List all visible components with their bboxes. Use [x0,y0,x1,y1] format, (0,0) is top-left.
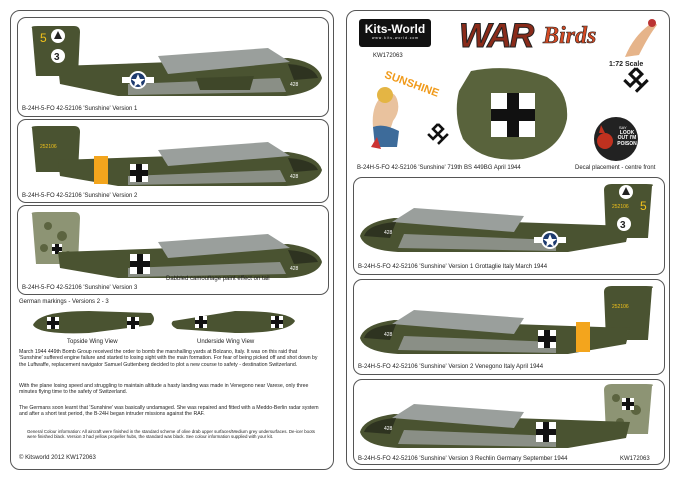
svg-text:428: 428 [384,426,393,432]
history-paragraph-1: March 1944 449th Bomb Group received the… [19,349,318,368]
svg-text:252106: 252106 [612,304,629,310]
nose-art-caption: B-24H-5-FO 42-52106 'Sunshine' 719th BS … [357,165,521,171]
b24-profile-version-3: 428 [360,384,654,448]
profile-version-2-caption: B-24H-5-FO 42-52106 'Sunshine' Version 2… [358,364,544,370]
svg-text:428: 428 [290,266,299,272]
devil-slogan-text: LOOK OUT I'M POISON [617,130,637,147]
svg-text:5: 5 [640,199,647,213]
footer-product-code: KW172063 [620,456,650,462]
general-colour-notes: General Colour information: All aircraft… [27,429,315,440]
underside-wing-view [171,311,295,333]
sunshine-nose-art [371,87,399,149]
tail-number-circle-text: 3 [54,52,60,63]
version-3-tail-note: Dabbled camouflage paint effect on tail [166,276,270,282]
kits-world-logo: Kits-World w w w . k i t s - w o r l d .… [359,19,431,47]
svg-text:428: 428 [384,332,393,338]
brand-name: Kits-World [364,22,426,36]
tail-swastika-decal-small [427,123,449,145]
svg-text:252106: 252106 [612,204,629,210]
history-paragraph-2: With the plane losing speed and struggli… [19,383,309,396]
profile-version-2-box: 252106 428 B-24H-5-FO 42-52106 'Sunshine… [353,279,665,375]
underside-wing-label: Underside Wing View [197,339,255,345]
profile-version-3-caption: B-24H-5-FO 42-52106 'Sunshine' Version 3… [358,456,568,462]
version-1-caption: B-24H-5-FO 42-52106 'Sunshine' Version 1 [22,106,138,112]
svg-text:428: 428 [384,230,393,236]
brand-url: w w w . k i t s - w o r l d . c o m [372,36,418,40]
b24-side-view-version-3: 428 [31,212,322,278]
version-3-box: 428 B-24H-5-FO 42-52106 'Sunshine' Versi… [17,205,329,295]
version-2-box: 252106 428 B-24H-5-FO 42-52106 'Sunshine… [17,119,329,203]
b24-profile-version-2: 252106 428 [360,286,654,354]
topside-wing-view [33,311,154,334]
profile-version-1-box: 252106 5 3 428 B-24H-5-FO 42-52106 'Suns… [353,177,665,275]
topside-wing-label: Topside Wing View [67,339,118,345]
devil-say-text: SAY [619,125,627,130]
devil-nose-art [594,117,638,161]
balkenkreuz-patch-decal [456,68,568,160]
profile-version-3-box: 428 B-24H-5-FO 42-52106 'Sunshine' Versi… [353,379,665,465]
tail-swastika-decal-large [623,67,649,93]
nose-number-text: 428 [290,82,299,88]
copyright-text: © Kitsworld 2012 KW172063 [19,455,96,461]
war-text: WAR [458,17,534,56]
scale-text: 1:72 Scale [609,61,644,68]
decal-placement-note: Decal placement - centre front [575,165,656,171]
product-code: KW172063 [373,53,403,59]
profile-version-1-caption: B-24H-5-FO 42-52106 'Sunshine' Version 1… [358,264,548,270]
right-decal-panel: Kits-World w w w . k i t s - w o r l d .… [346,10,670,470]
left-instruction-panel: 5 3 428 B-24H-5-FO 42-52106 'Sunshine' V… [10,10,334,470]
pinup-logo-figure [625,19,657,57]
version-3-caption: B-24H-5-FO 42-52106 'Sunshine' Version 3 [22,285,138,291]
b24-side-view-version-1: 5 3 428 [31,26,322,96]
tail-serial-text: 252106 [40,144,57,150]
b24-profile-version-1: 252106 5 3 428 [360,184,654,252]
version-1-box: 5 3 428 B-24H-5-FO 42-52106 'Sunshine' V… [17,17,329,117]
birds-text: Birds [543,23,597,50]
history-paragraph-3: The Germans soon learnt that 'Sunshine' … [19,405,319,418]
version-2-caption: B-24H-5-FO 42-52106 'Sunshine' Version 2 [22,193,138,199]
svg-text:428: 428 [290,174,299,180]
german-markings-title: German markings - Versions 2 - 3 [19,299,109,305]
tail-code-text: 5 [40,31,47,45]
svg-text:3: 3 [620,220,626,231]
b24-side-view-version-2: 252106 428 [31,126,322,186]
warbirds-logo: WAR Birds [458,17,659,61]
